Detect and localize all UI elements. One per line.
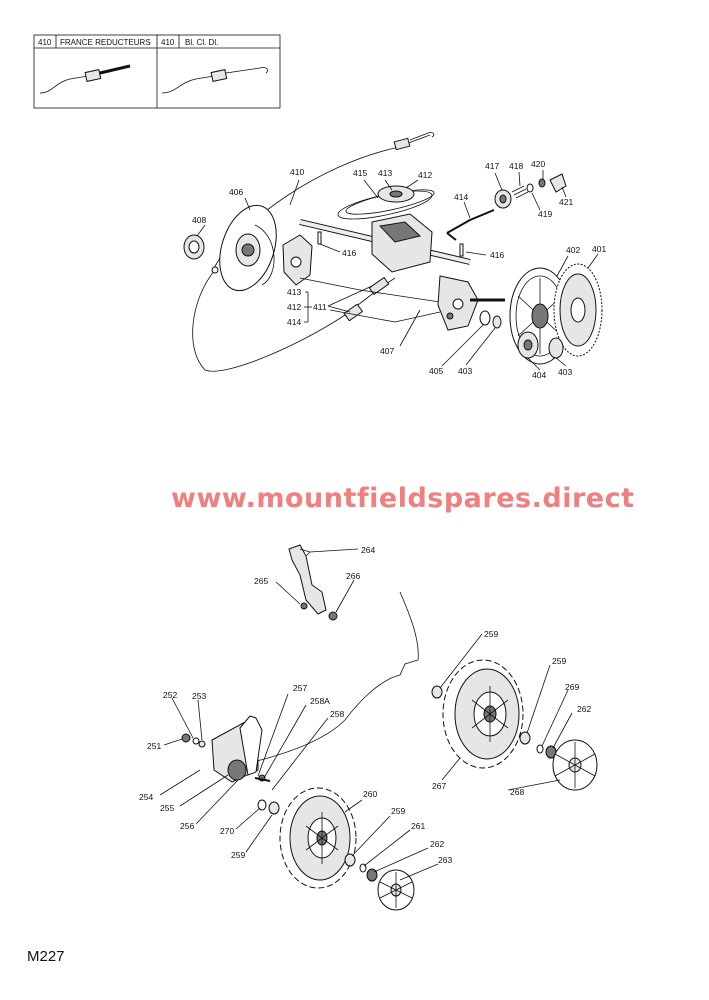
deck-outline [214, 591, 419, 771]
label-252: 252 [163, 690, 177, 700]
hubcap-268 [552, 739, 598, 791]
label-402: 402 [566, 245, 580, 255]
label-262-front: 262 [430, 839, 444, 849]
label-269: 269 [565, 682, 579, 692]
bearing-259-front [268, 801, 280, 815]
height-lever-264 [288, 544, 327, 615]
label-406: 406 [229, 187, 243, 197]
label-413: 413 [378, 168, 392, 178]
label-268: 268 [510, 787, 524, 797]
part-251 [181, 733, 191, 743]
inset-right-code: 410 [161, 38, 175, 47]
inset-left-code: 410 [38, 38, 52, 47]
label-251: 251 [147, 741, 161, 751]
cable-blcldl [161, 75, 215, 94]
label-260: 260 [363, 789, 377, 799]
label-258: 258 [330, 709, 344, 719]
bearing-259-front-outer [344, 853, 356, 867]
hubcap-263 [377, 869, 415, 911]
nut-266 [328, 611, 338, 621]
nut-262-front [366, 868, 378, 882]
label-267: 267 [432, 781, 446, 791]
label-420: 420 [531, 159, 545, 169]
washer-405 [479, 310, 491, 326]
label-404: 404 [532, 370, 546, 380]
label-407: 407 [380, 346, 394, 356]
label-418: 418 [509, 161, 523, 171]
bottom-part-labels: 264 265 266 259 259 269 262 252 253 257 … [139, 545, 591, 865]
label-412: 412 [418, 170, 432, 180]
label-264: 264 [361, 545, 375, 555]
label-416-left: 416 [342, 248, 356, 258]
top-leader-lines [196, 170, 599, 371]
drive-cable [192, 269, 346, 372]
top-part-labels: 410 406 408 415 413 412 414 416 416 417 … [192, 159, 606, 380]
part-252 [192, 737, 200, 745]
height-adjuster-wheel-254 [227, 759, 247, 781]
label-262-rear: 262 [577, 704, 591, 714]
label-259-front: 259 [231, 850, 245, 860]
label-255: 255 [160, 803, 174, 813]
label-412-lower: 412 [287, 302, 301, 312]
label-414-lower: 414 [287, 317, 301, 327]
label-258A: 258A [310, 696, 330, 706]
washer-269 [536, 744, 544, 754]
wheel-assembly [181, 544, 598, 911]
label-270: 270 [220, 826, 234, 836]
page-code: M227 [27, 948, 65, 965]
cable-variant-inset: 410 FRANCE REDUCTEURS 410 Bl. Cl. Dl. [33, 34, 281, 109]
part-420 [538, 178, 546, 188]
label-256: 256 [180, 821, 194, 831]
label-257: 257 [293, 683, 307, 693]
spring-418 [511, 185, 529, 199]
label-416-right: 416 [490, 250, 504, 260]
label-415: 415 [353, 168, 367, 178]
bottom-leader-lines [159, 548, 573, 881]
bearing-408 [183, 234, 205, 260]
bearing-259-rear [431, 685, 443, 699]
label-414: 414 [454, 192, 468, 202]
label-403-right: 403 [558, 367, 572, 377]
label-263: 263 [438, 855, 452, 865]
label-259-front-outer: 259 [391, 806, 405, 816]
bolt-265 [300, 602, 308, 610]
label-403-left: 403 [458, 366, 472, 376]
inset-left-label: FRANCE REDUCTEURS [60, 38, 151, 47]
label-266: 266 [346, 571, 360, 581]
label-417: 417 [485, 161, 499, 171]
washer-419 [526, 183, 534, 193]
front-wheel-260 [279, 787, 357, 889]
label-254: 254 [139, 792, 153, 802]
washer-270 [257, 799, 267, 811]
rear-wheel-267 [442, 659, 524, 769]
cable-french-reducer [39, 75, 89, 94]
label-411: 411 [313, 302, 327, 312]
part-253 [198, 740, 206, 748]
label-261: 261 [411, 821, 425, 831]
knob-421 [549, 173, 567, 193]
gearbox-assembly [183, 132, 603, 372]
label-259-rear-inner: 259 [484, 629, 498, 639]
label-410: 410 [290, 167, 304, 177]
label-419: 419 [538, 209, 552, 219]
bearing-259-rear-outer [519, 731, 531, 745]
label-401: 401 [592, 244, 606, 254]
label-253: 253 [192, 691, 206, 701]
watermark-url: www.mountfieldspares.direct [171, 483, 634, 514]
rod-414 [446, 209, 495, 234]
label-259-rear-outer: 259 [552, 656, 566, 666]
label-405: 405 [429, 366, 443, 376]
label-265: 265 [254, 576, 268, 586]
inset-right-label: Bl. Cl. Dl. [185, 38, 218, 47]
drive-gear-401 [553, 263, 603, 357]
label-413-lower: 413 [287, 287, 301, 297]
label-408: 408 [192, 215, 206, 225]
label-421: 421 [559, 197, 573, 207]
washer-403 [492, 315, 502, 329]
